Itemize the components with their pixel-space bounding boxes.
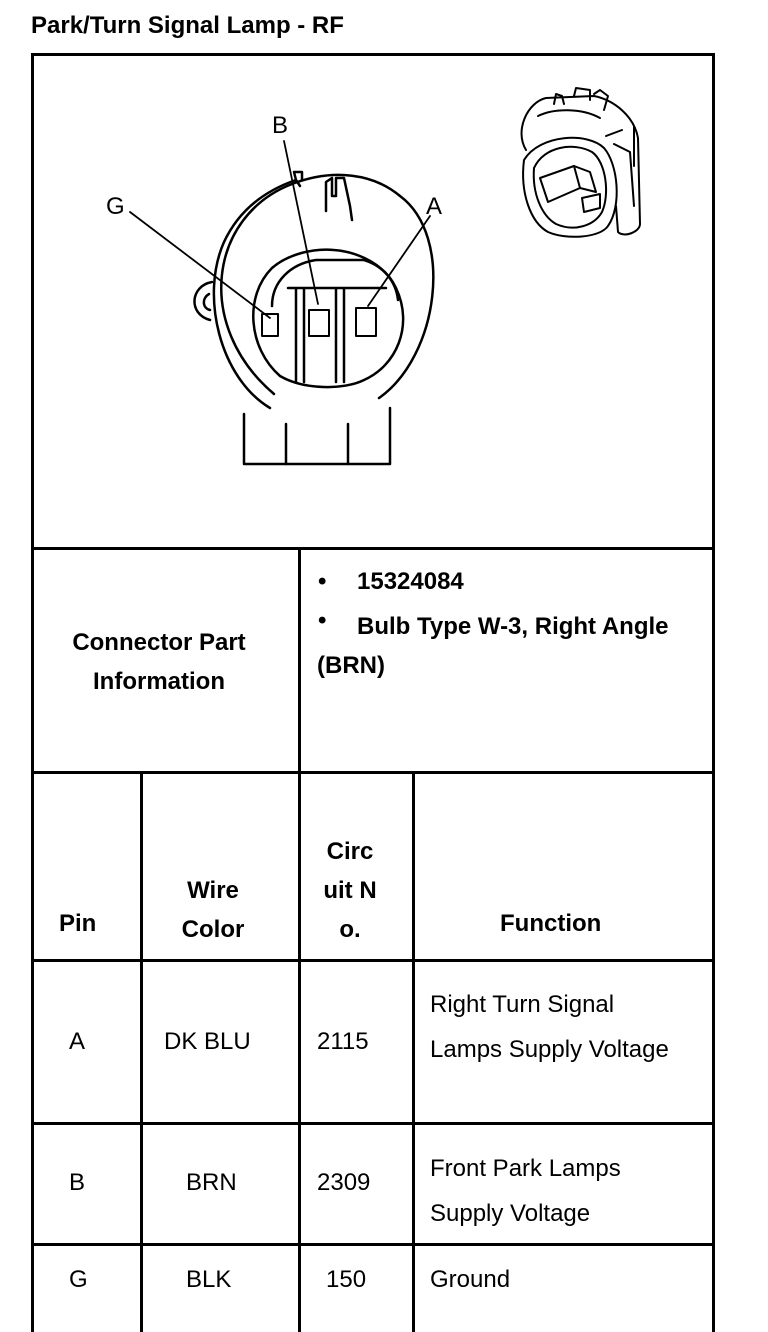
header-wire-color: Wire Color	[181, 877, 245, 943]
row-b-circuit: 2309	[317, 1169, 371, 1196]
pin-label-a: A	[426, 193, 442, 220]
terminal-cavity-b	[308, 309, 330, 337]
divider-diagram	[31, 547, 715, 550]
connector-side-bump	[193, 280, 214, 322]
connector-info-label: Connector Part Information	[72, 629, 246, 695]
row-a-pin: A	[69, 1028, 86, 1055]
row-g-pin: G	[69, 1266, 88, 1293]
row-g-function: Ground	[430, 1266, 511, 1293]
divider-row-b	[31, 1243, 715, 1246]
connector-outer-ring-2	[212, 178, 298, 410]
header-function: Function	[500, 910, 602, 937]
divider-col-1	[140, 771, 143, 1332]
bulb-type: Bulb Type W-3, Right Angle (BRN)	[317, 613, 669, 679]
row-a-circuit: 2115	[317, 1028, 369, 1055]
divider-col-2	[298, 771, 301, 1332]
connector-housing-outline	[242, 406, 392, 466]
row-a-function: Right Turn Signal Lamps Supply Voltage	[430, 991, 669, 1063]
pin-label-b: B	[272, 112, 288, 139]
part-number: 15324084	[357, 568, 464, 595]
terminal-cavity-g	[261, 313, 279, 337]
divider-col-3	[412, 771, 415, 1332]
divider-info-vertical	[298, 547, 301, 774]
header-circuit-no: Circuit No.	[323, 838, 377, 943]
divider-header	[31, 959, 715, 962]
leader-g	[129, 211, 271, 319]
connector-latch	[292, 170, 354, 222]
row-g-color: BLK	[186, 1266, 232, 1293]
connector-diagram: B G A	[106, 87, 641, 466]
terminal-web	[286, 286, 388, 384]
bullet-2-marker: •	[318, 607, 327, 634]
leader-b	[283, 140, 319, 305]
divider-info	[31, 771, 715, 774]
row-b-function: Front Park Lamps Supply Voltage	[430, 1155, 621, 1227]
terminal-cavity-a	[355, 307, 377, 337]
row-g-circuit: 150	[326, 1266, 367, 1293]
connector-housing-inner	[284, 422, 350, 466]
divider-row-a	[31, 1122, 715, 1125]
header-pin: Pin	[59, 910, 97, 937]
connector-perspective-view	[520, 87, 641, 238]
connector-outer-ring	[220, 173, 435, 400]
connector-inner-ring-2	[270, 258, 400, 308]
connector-table-frame	[31, 53, 715, 1332]
page-title: Park/Turn Signal Lamp - RF	[31, 12, 344, 39]
row-a-color: DK BLU	[164, 1028, 251, 1055]
leader-a	[367, 215, 431, 307]
bullet-1-marker: •	[318, 568, 327, 595]
pin-label-g: G	[106, 193, 125, 220]
row-b-color: BRN	[186, 1169, 237, 1196]
row-b-pin: B	[69, 1169, 86, 1196]
